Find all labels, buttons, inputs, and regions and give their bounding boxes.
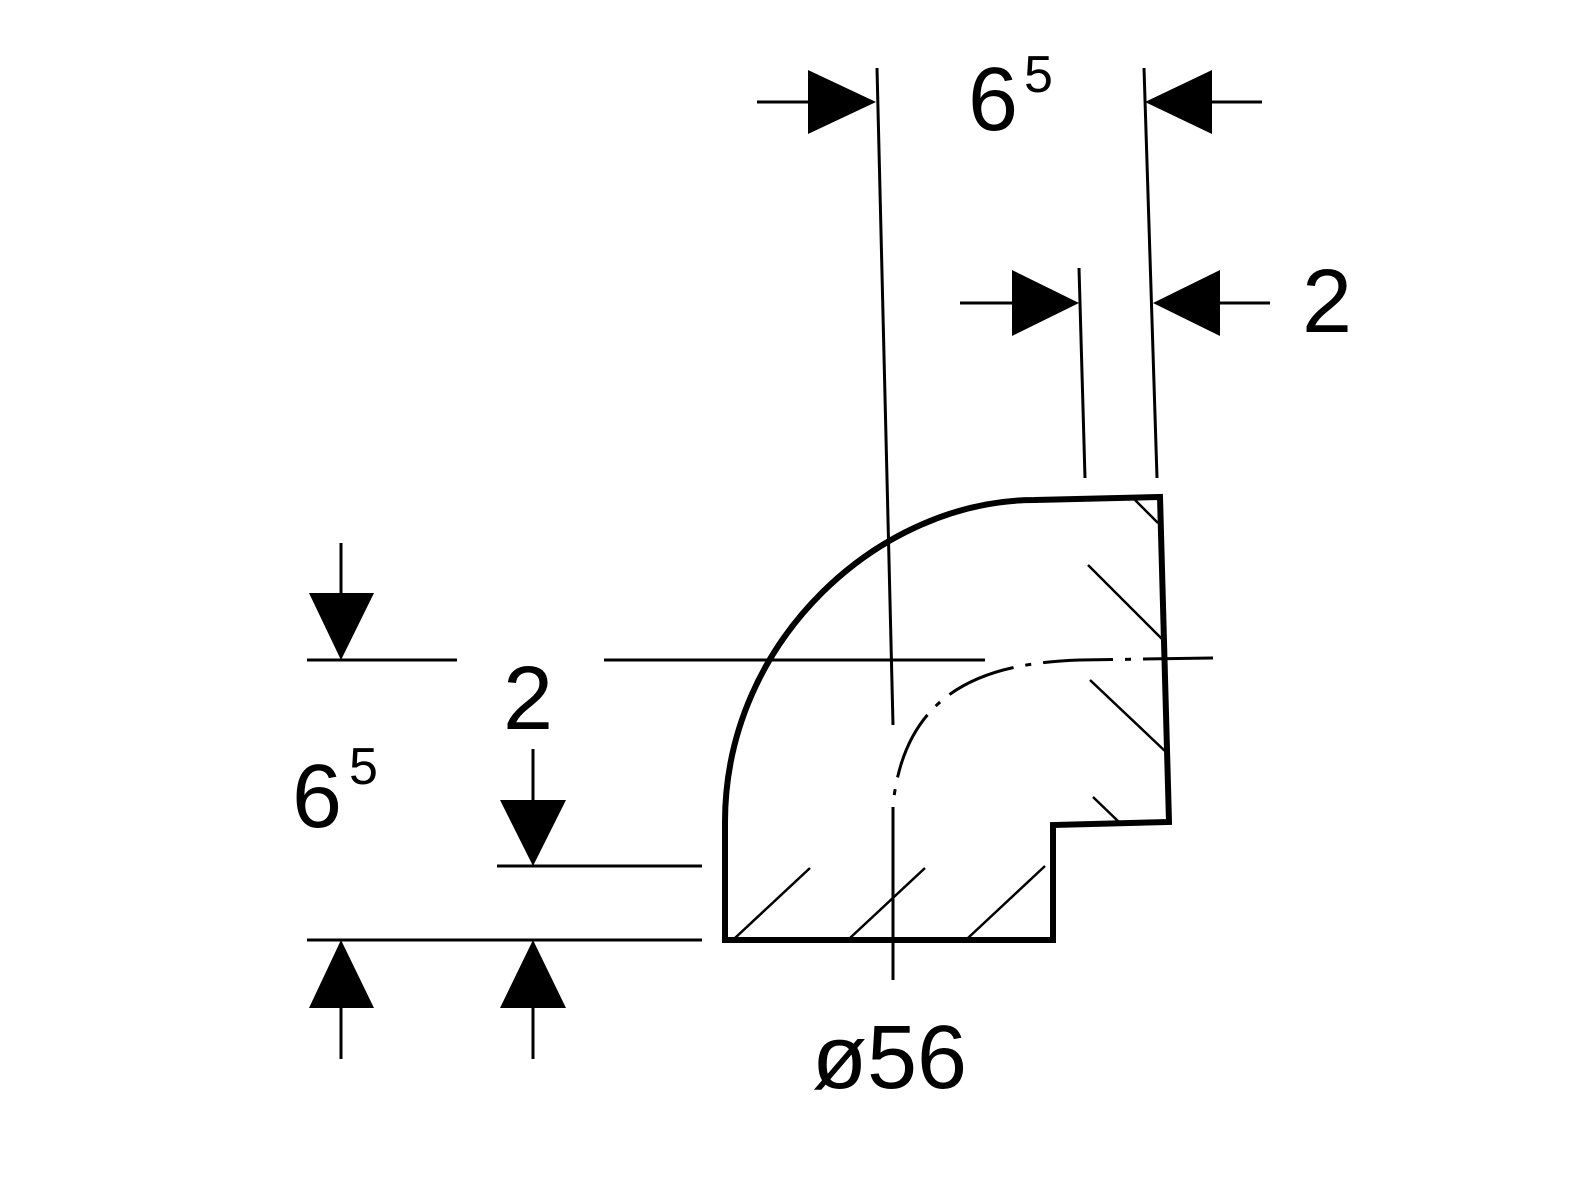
- diameter-label: ø56: [812, 1008, 967, 1108]
- arrow-right-icon: [808, 70, 876, 134]
- arrow-left-icon: [1145, 70, 1212, 134]
- hatch-line: [1134, 499, 1159, 524]
- hatch-line: [734, 867, 811, 939]
- arrow-left-icon: [1153, 270, 1220, 336]
- extension-line-right: [1142, 67, 1159, 479]
- left-dimensions: 6 5 2: [292, 543, 985, 1059]
- left-height-base: 6: [292, 747, 342, 847]
- extension-line-inner: [1077, 267, 1087, 479]
- section-hatching: [734, 499, 1167, 939]
- center-axis-curve: [891, 656, 1214, 900]
- arrow-up-icon: [500, 940, 566, 1008]
- centerlines: [891, 656, 1214, 980]
- top-width-base: 6: [968, 50, 1018, 150]
- hatch-line: [967, 865, 1046, 939]
- top-wall-dimension: 2: [960, 252, 1352, 479]
- elbow-body: [722, 493, 1173, 943]
- arrow-up-icon: [309, 940, 374, 1008]
- arrow-down-icon: [500, 800, 566, 866]
- left-wall-value: 2: [503, 649, 553, 749]
- top-wall-value: 2: [1302, 252, 1352, 352]
- top-width-dimension: 6 5: [757, 46, 1262, 726]
- hatch-line: [1087, 564, 1164, 641]
- elbow-outline: [722, 493, 1173, 943]
- left-height-superscript: 5: [349, 738, 378, 796]
- arrow-down-icon: [309, 593, 374, 660]
- hatch-line: [1092, 796, 1121, 824]
- hatch-line: [1089, 679, 1167, 753]
- extension-line-left: [875, 67, 895, 726]
- top-width-superscript: 5: [1024, 46, 1053, 104]
- arrow-right-icon: [1012, 270, 1079, 336]
- hatch-line: [849, 867, 926, 939]
